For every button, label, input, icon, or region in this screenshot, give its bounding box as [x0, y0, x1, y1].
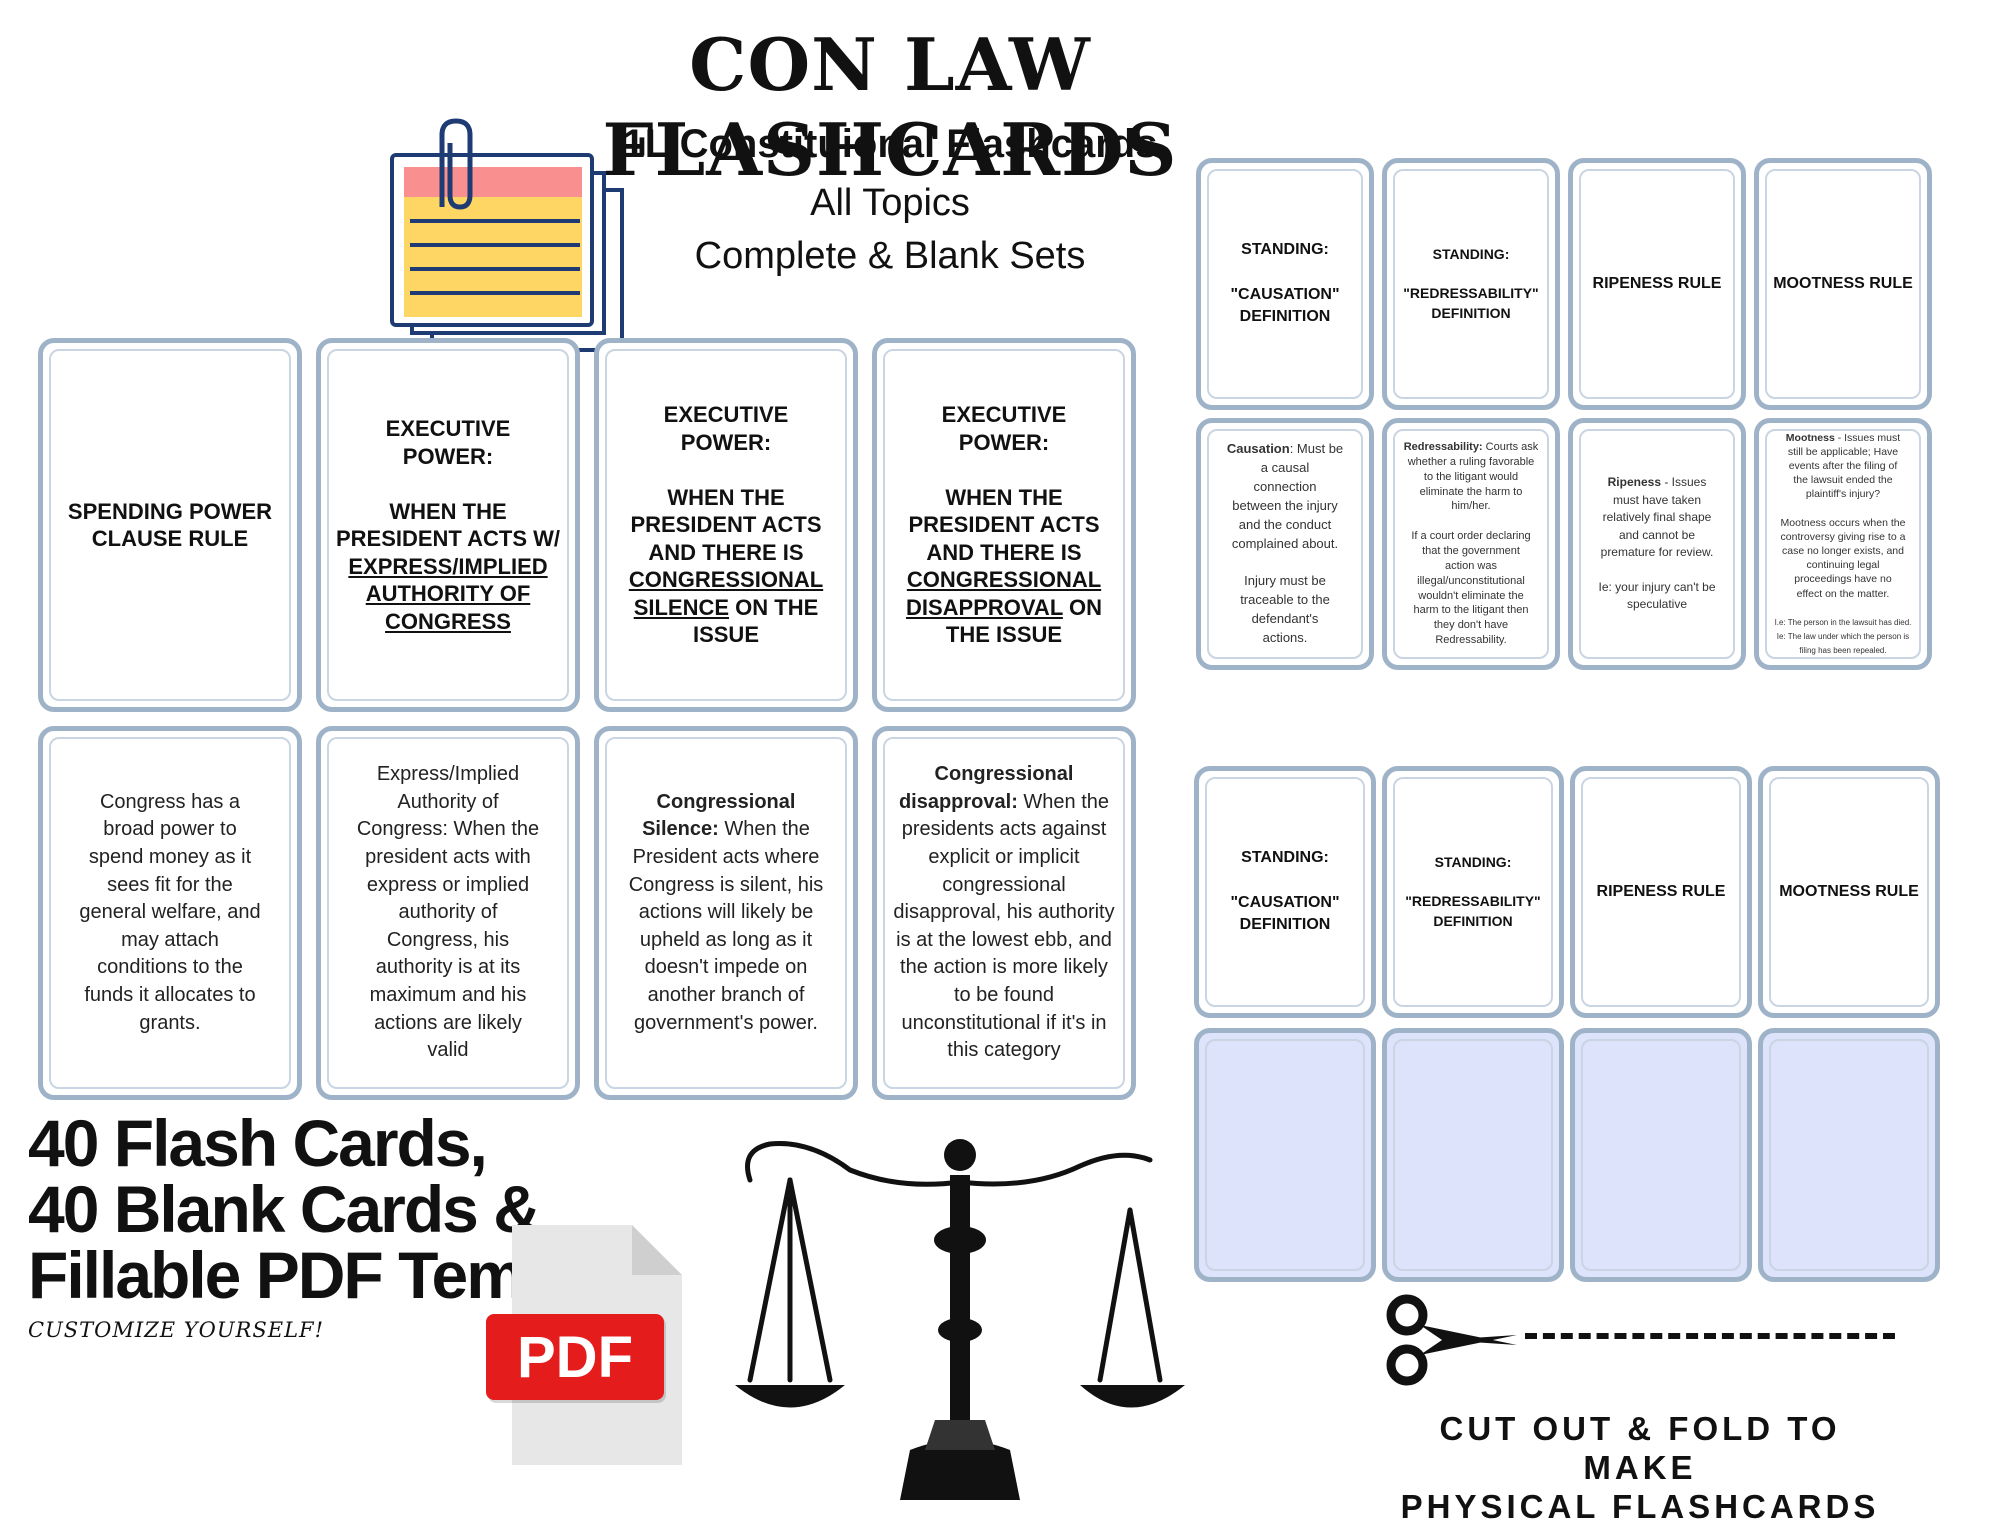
flashcard-ripeness-front-2: RIPENESS RULE — [1570, 766, 1752, 1018]
flashcard-mootness-front-2: MOOTNESS RULE — [1758, 766, 1940, 1018]
flashcard-exec-express-back: Express/Implied Authority of Congress: W… — [316, 726, 580, 1100]
flashcard-ripeness-back: Ripeness - Issues must have taken relati… — [1568, 418, 1746, 670]
tagline-sets: Complete & Blank Sets — [694, 235, 1086, 277]
paperclip-icon — [439, 118, 473, 210]
flashcard-spending-front: SPENDING POWER CLAUSE RULE — [38, 338, 302, 712]
flashcard-exec-silence-back: Congressional Silence: When the Presiden… — [594, 726, 858, 1100]
flashcard-redressability-front: STANDING: "REDRESSABILITY" DEFINITION — [1382, 158, 1560, 410]
subtitle: 1L Constituional Flashcards — [622, 122, 1158, 166]
cut-line — [1525, 1333, 1895, 1339]
flashcard-mootness-front: MOOTNESS RULE — [1754, 158, 1932, 410]
flashcard-spending-back: Congress has a broad power to spend mone… — [38, 726, 302, 1100]
flashcard-causation-back: Causation: Must be a causal connection b… — [1196, 418, 1374, 670]
blank-flashcard-3 — [1570, 1028, 1752, 1282]
blank-flashcard-4 — [1758, 1028, 1940, 1282]
blank-flashcard-1 — [1194, 1028, 1376, 1282]
promo-headline: 40 Flash Cards, 40 Blank Cards & Fillabl… — [28, 1106, 685, 1312]
flashcard-mootness-back: Mootness - Issues must still be applicab… — [1754, 418, 1932, 670]
flashcard-causation-front-2: STANDING: "CAUSATION" DEFINITION — [1194, 766, 1376, 1018]
cut-instructions: CUT OUT & FOLD TO MAKE PHYSICAL FLASHCAR… — [1400, 1410, 1880, 1525]
scales-of-justice-icon — [735, 1139, 1185, 1500]
pdf-badge: PDF — [486, 1314, 664, 1400]
customize-caption: CUSTOMIZE YOURSELF! — [28, 1318, 325, 1342]
flashcard-exec-disapproval-front: EXECUTIVE POWER: WHEN THE PRESIDENT ACTS… — [872, 338, 1136, 712]
flashcard-exec-disapproval-back: Congressional disapproval: When the pres… — [872, 726, 1136, 1100]
notecard-icon — [390, 118, 624, 352]
scissors-icon — [1386, 1294, 1517, 1386]
flashcard-ripeness-front: RIPENESS RULE — [1568, 158, 1746, 410]
tagline-topics: All Topics — [810, 182, 970, 224]
flashcard-exec-express-front: EXECUTIVE POWER: WHEN THE PRESIDENT ACTS… — [316, 338, 580, 712]
flashcard-causation-front: STANDING: "CAUSATION" DEFINITION — [1196, 158, 1374, 410]
flashcard-redressability-back: Redressability: Courts ask whether a rul… — [1382, 418, 1560, 670]
flashcard-redressability-front-2: STANDING: "REDRESSABILITY" DEFINITION — [1382, 766, 1564, 1018]
page-title: CON LAW FLASHCARDS — [602, 22, 1178, 192]
blank-flashcard-2 — [1382, 1028, 1564, 1282]
flashcard-exec-silence-front: EXECUTIVE POWER: WHEN THE PRESIDENT ACTS… — [594, 338, 858, 712]
